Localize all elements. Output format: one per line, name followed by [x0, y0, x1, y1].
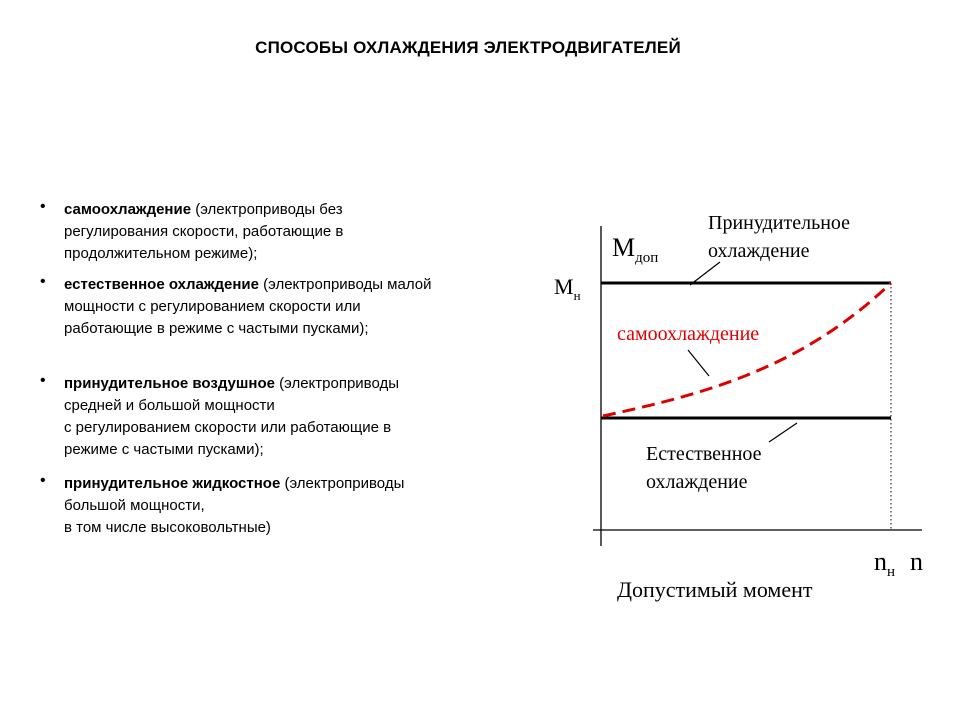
bullet-text: средней и большой мощности: [64, 397, 275, 414]
natural-leader-line: [768, 422, 798, 443]
mn-label: Mн: [554, 274, 581, 303]
bullet-text: работающие в режиме с частыми пусками);: [64, 320, 369, 337]
bullet-text: продолжительном режиме);: [64, 245, 258, 262]
natural-label-line2: охлаждение: [646, 471, 748, 493]
bullet-dot-icon: •: [40, 472, 46, 489]
self-cooling-label: самоохлаждение: [617, 323, 759, 345]
bullet-item-forced-air: • принудительное воздушное (электроприво…: [40, 372, 400, 461]
bullet-text: с регулированием скорости или работающие…: [64, 419, 392, 436]
natural-label-line1: Естественное: [646, 443, 762, 465]
forced-leader-line: [689, 261, 721, 286]
forced-label-line2: охлаждение: [708, 240, 810, 262]
diagram-caption: Допустимый момент: [617, 577, 813, 602]
bullet-item-natural-cooling: • естественное охлаждение (электропривод…: [40, 273, 432, 340]
bullet-dot-icon: •: [40, 273, 46, 290]
nn-label: nн: [874, 547, 895, 580]
bullet-text: в том числе высоковольтные): [64, 519, 271, 536]
bullet-term: самоохлаждение: [64, 201, 192, 218]
bullet-text: большой мощности,: [64, 497, 205, 514]
bullet-text: (электроприводы малой: [258, 276, 432, 293]
forced-label-line1: Принудительное: [708, 212, 850, 234]
page-title: СПОСОБЫ ОХЛАЖДЕНИЯ ЭЛЕКТРОДВИГАТЕЛЕЙ: [255, 38, 681, 57]
self-cooling-curve: [602, 281, 893, 418]
bullet-item-forced-liquid: • принудительное жидкостное (электроприв…: [40, 472, 405, 539]
bullet-term: принудительное жидкостное: [64, 475, 281, 492]
bullet-text: режиме с частыми пусками);: [64, 441, 264, 458]
bullet-text: мощности с регулированием скорости или: [64, 298, 361, 315]
bullet-item-self-cooling: • самоохлаждение (электроприводы без рег…: [40, 198, 344, 265]
bullet-term: естественное охлаждение: [64, 276, 259, 293]
bullet-text: регулирования скорости, работающие в: [64, 223, 344, 240]
bullet-text: (электроприводы без: [191, 201, 343, 218]
self-leader-line: [687, 349, 710, 377]
bullet-dot-icon: •: [40, 372, 46, 389]
x-axis-label: n: [910, 547, 923, 576]
bullet-text: (электроприводы: [274, 375, 400, 392]
bullet-text: (электроприводы: [280, 475, 405, 492]
bullet-term: принудительное воздушное: [64, 375, 275, 392]
bullet-dot-icon: •: [40, 198, 46, 215]
y-axis-label: Mдоп: [612, 233, 658, 266]
